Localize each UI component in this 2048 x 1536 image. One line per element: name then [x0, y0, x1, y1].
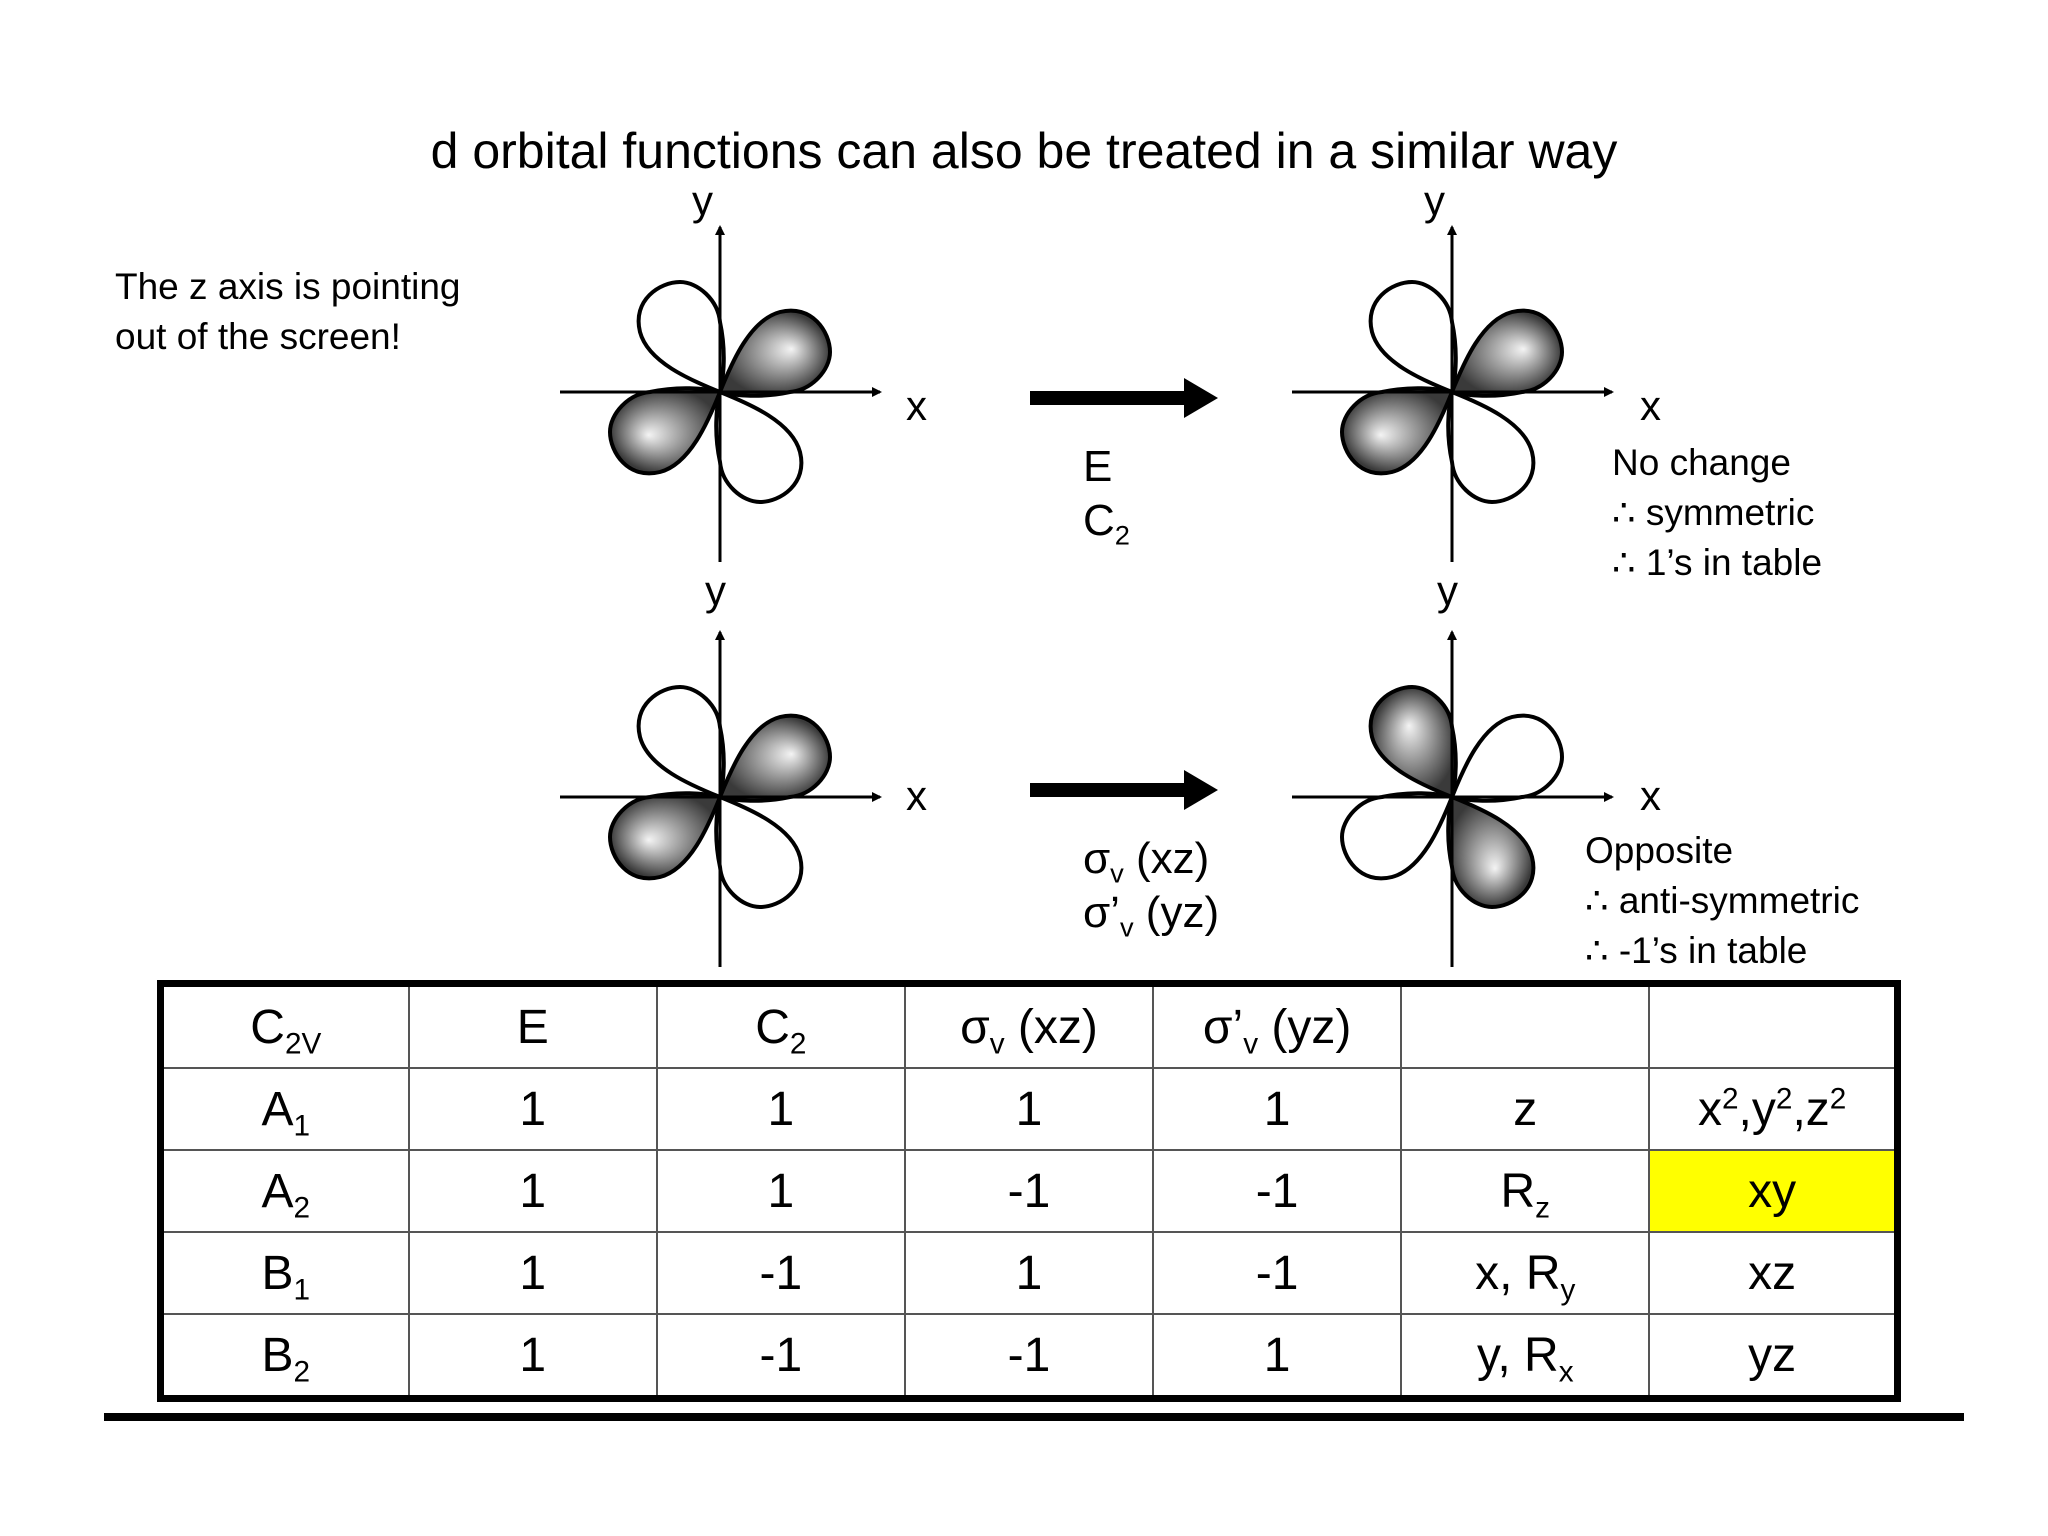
table-cell: 1: [407, 1067, 658, 1151]
orbital-lobe-open: [1339, 791, 1455, 881]
operation-label: E C2: [1083, 440, 1130, 551]
table-cell: -1: [655, 1313, 906, 1400]
table-cell: B2: [159, 1313, 410, 1400]
table-cell: -1: [1152, 1231, 1403, 1315]
table-cell: z: [1400, 1067, 1651, 1151]
result-line: ∴ anti-symmetric: [1585, 880, 1860, 921]
table-cell: [1648, 982, 1899, 1069]
operation-sigma-v-xz: σv (xz): [1083, 834, 1210, 889]
orbital-lobe-open: [1446, 389, 1536, 505]
table-cell: 1: [407, 1313, 658, 1400]
y-axis-label: y: [1424, 177, 1445, 224]
table-cell: C2: [655, 982, 906, 1069]
table-cell: xy: [1648, 1149, 1899, 1233]
page-title: d orbital functions can also be treated …: [430, 123, 1618, 179]
operation-label: σv (xz) σ’v (yz): [1083, 832, 1220, 943]
orbital-lobe-shaded: [607, 386, 723, 476]
table-cell: 1: [655, 1067, 906, 1151]
table-cell: 1: [903, 1067, 1155, 1151]
result-line: ∴ -1’s in table: [1585, 930, 1808, 971]
orbital-lobe-shaded: [1339, 386, 1455, 476]
arrow-shaft: [1030, 391, 1188, 405]
table-cell: 1: [407, 1231, 658, 1315]
arrow-head: [1184, 378, 1218, 418]
orbital-system: [560, 225, 882, 562]
table-cell: -1: [903, 1313, 1155, 1400]
operation-arrow: [1030, 378, 1218, 418]
x-axis-label: x: [1640, 772, 1661, 819]
table-cell: E: [407, 982, 658, 1069]
table-cell: -1: [903, 1149, 1155, 1233]
bottom-rule: [104, 1413, 1964, 1421]
table-cell: -1: [655, 1231, 906, 1315]
table-cell: x, Ry: [1400, 1231, 1651, 1315]
operation-c2: C2: [1083, 496, 1130, 551]
y-axis-label: y: [1437, 567, 1458, 614]
note-line-2: out of the screen!: [115, 316, 401, 357]
table-cell: Rz: [1400, 1149, 1651, 1233]
result-line: No change: [1612, 442, 1791, 483]
operation-sigma-prime-v-yz: σ’v (yz): [1083, 888, 1220, 943]
table-cell: [1400, 982, 1651, 1069]
result-antisymmetric: Opposite ∴ anti-symmetric ∴ -1’s in tabl…: [1585, 826, 1859, 976]
table-cell: y, Rx: [1400, 1313, 1651, 1400]
y-axis-label: y: [692, 177, 713, 224]
x-axis-label: x: [906, 382, 927, 429]
table-cell: 1: [903, 1231, 1155, 1315]
table-cell: A1: [159, 1067, 410, 1151]
orbital-system: [560, 630, 882, 967]
table-cell: 1: [655, 1149, 906, 1233]
result-line: Opposite: [1585, 830, 1734, 871]
orbital-lobe-open: [714, 794, 804, 910]
x-axis-label: x: [906, 772, 927, 819]
operation-e: E: [1083, 442, 1113, 491]
result-symmetric: No change ∴ symmetric ∴ 1’s in table: [1612, 438, 1822, 588]
table-cell: B1: [159, 1231, 410, 1315]
orbital-lobe-shaded: [717, 713, 833, 803]
table-cell: 1: [1152, 1067, 1403, 1151]
table-cell: σv (xz): [903, 982, 1155, 1069]
arrow-head: [1184, 770, 1218, 810]
result-line: ∴ symmetric: [1612, 492, 1815, 533]
table-cell: x2,y2,z2: [1648, 1067, 1899, 1151]
orbital-lobe-shaded: [1446, 794, 1536, 910]
table-cell: C2V: [159, 982, 410, 1069]
table-cell: -1: [1152, 1149, 1403, 1233]
table-cell: A2: [159, 1149, 410, 1233]
table-cell: yz: [1648, 1313, 1899, 1400]
note-line-1: The z axis is pointing: [115, 266, 461, 307]
orbital-lobe-open: [1368, 279, 1458, 395]
result-line: ∴ 1’s in table: [1612, 542, 1823, 583]
arrow-shaft: [1030, 783, 1188, 797]
z-axis-note: The z axis is pointing out of the screen…: [115, 262, 461, 362]
orbital-system: [1292, 630, 1614, 967]
orbital-lobe-shaded: [607, 791, 723, 881]
orbital-lobe-open: [636, 684, 726, 800]
x-axis-label: x: [1640, 382, 1661, 429]
orbital-system: [1292, 225, 1614, 562]
orbital-lobe-shaded: [1368, 684, 1458, 800]
orbital-lobe-open: [636, 279, 726, 395]
table-cell: 1: [1152, 1313, 1403, 1400]
y-axis-label: y: [705, 567, 726, 614]
orbital-lobe-open: [1449, 713, 1565, 803]
orbital-lobe-shaded: [1449, 308, 1565, 398]
orbital-lobe-open: [714, 389, 804, 505]
table-cell: xz: [1648, 1231, 1899, 1315]
table-cell: σ’v (yz): [1152, 982, 1403, 1069]
table-cell: 1: [407, 1149, 658, 1233]
orbital-lobe-shaded: [717, 308, 833, 398]
operation-arrow: [1030, 770, 1218, 810]
